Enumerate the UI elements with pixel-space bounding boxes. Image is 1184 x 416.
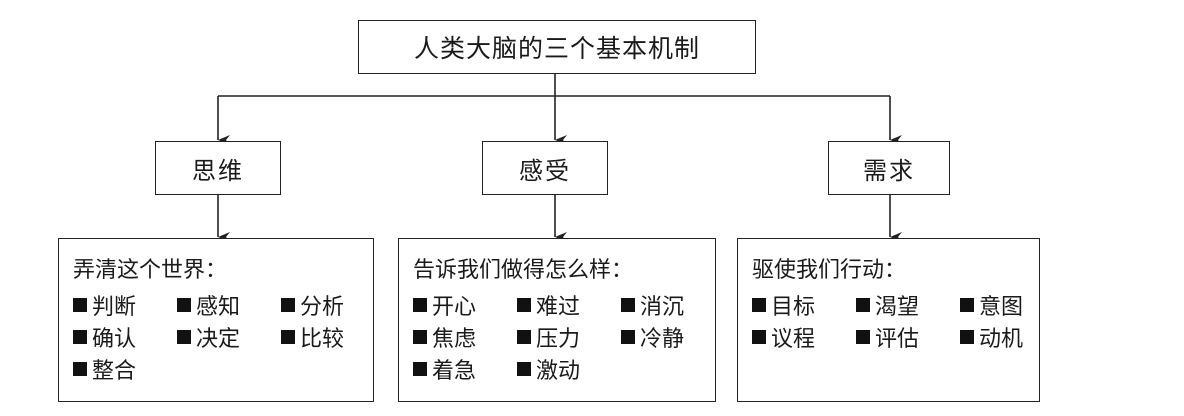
category-label: 思维	[192, 156, 244, 185]
black-square-icon	[960, 298, 974, 312]
diagram-title: 人类大脑的三个基本机制	[413, 34, 700, 63]
list-item: 动机	[960, 321, 1064, 353]
black-square-icon	[73, 330, 87, 344]
black-square-icon	[281, 330, 295, 344]
diagram-title-box: 人类大脑的三个基本机制	[358, 20, 756, 74]
item-label: 感知	[196, 295, 241, 320]
list-item: 渴望	[856, 289, 960, 321]
category-label: 感受	[519, 156, 571, 185]
list-item: 目标	[752, 289, 856, 321]
item-label: 着急	[432, 359, 477, 384]
black-square-icon	[517, 362, 531, 376]
list-item: 消沉	[621, 289, 725, 321]
list-item: 比较	[281, 321, 385, 353]
category-label: 需求	[863, 156, 915, 185]
black-square-icon	[517, 330, 531, 344]
item-label: 评估	[875, 327, 920, 352]
black-square-icon	[73, 362, 87, 376]
black-square-icon	[752, 298, 766, 312]
list-item: 感知	[177, 289, 281, 321]
category-box-feeling: 感受	[482, 141, 608, 195]
item-list: 目标 渴望 意图 议程 评估 动机	[752, 289, 1039, 353]
black-square-icon	[960, 330, 974, 344]
item-label: 动机	[979, 327, 1024, 352]
item-label: 渴望	[875, 295, 920, 320]
list-item: 判断	[73, 289, 177, 321]
list-item: 整合	[73, 353, 177, 385]
black-square-icon	[856, 330, 870, 344]
item-label: 冷静	[640, 327, 685, 352]
list-item: 冷静	[621, 321, 725, 353]
category-box-needs: 需求	[828, 141, 950, 195]
black-square-icon	[517, 298, 531, 312]
item-label: 议程	[771, 327, 816, 352]
item-label: 确认	[92, 327, 137, 352]
black-square-icon	[856, 298, 870, 312]
item-label: 分析	[300, 295, 345, 320]
list-item: 分析	[281, 289, 385, 321]
black-square-icon	[413, 330, 427, 344]
list-item: 着急	[413, 353, 517, 385]
item-label: 开心	[432, 295, 477, 320]
black-square-icon	[177, 298, 191, 312]
item-label: 激动	[536, 359, 581, 384]
item-label: 焦虑	[432, 327, 477, 352]
list-item: 确认	[73, 321, 177, 353]
black-square-icon	[621, 330, 635, 344]
item-label: 意图	[979, 295, 1024, 320]
detail-box-feeling: 告诉我们做得怎么样： 开心 难过 消沉 焦虑 压力 冷静 着急 激动	[398, 238, 716, 402]
list-item: 激动	[517, 353, 621, 385]
black-square-icon	[621, 298, 635, 312]
list-item: 焦虑	[413, 321, 517, 353]
detail-box-thinking: 弄清这个世界： 判断 感知 分析 确认 决定 比较 整合	[58, 238, 374, 402]
item-label: 比较	[300, 327, 345, 352]
item-label: 目标	[771, 295, 816, 320]
item-list: 判断 感知 分析 确认 决定 比较 整合	[73, 289, 373, 385]
list-item: 意图	[960, 289, 1064, 321]
list-item: 难过	[517, 289, 621, 321]
list-item: 决定	[177, 321, 281, 353]
black-square-icon	[73, 298, 87, 312]
list-item: 评估	[856, 321, 960, 353]
item-label: 消沉	[640, 295, 685, 320]
item-label: 整合	[92, 359, 137, 384]
detail-heading: 弄清这个世界：	[73, 258, 228, 283]
black-square-icon	[281, 298, 295, 312]
detail-heading: 驱使我们行动：	[752, 258, 907, 283]
list-item: 开心	[413, 289, 517, 321]
detail-heading: 告诉我们做得怎么样：	[413, 258, 634, 283]
item-label: 判断	[92, 295, 137, 320]
item-label: 难过	[536, 295, 581, 320]
list-item: 议程	[752, 321, 856, 353]
item-label: 决定	[196, 327, 241, 352]
list-item: 压力	[517, 321, 621, 353]
black-square-icon	[177, 330, 191, 344]
black-square-icon	[752, 330, 766, 344]
black-square-icon	[413, 298, 427, 312]
detail-box-needs: 驱使我们行动： 目标 渴望 意图 议程 评估 动机	[737, 238, 1040, 402]
item-label: 压力	[536, 327, 581, 352]
category-box-thinking: 思维	[155, 141, 281, 195]
item-list: 开心 难过 消沉 焦虑 压力 冷静 着急 激动	[413, 289, 715, 385]
black-square-icon	[413, 362, 427, 376]
